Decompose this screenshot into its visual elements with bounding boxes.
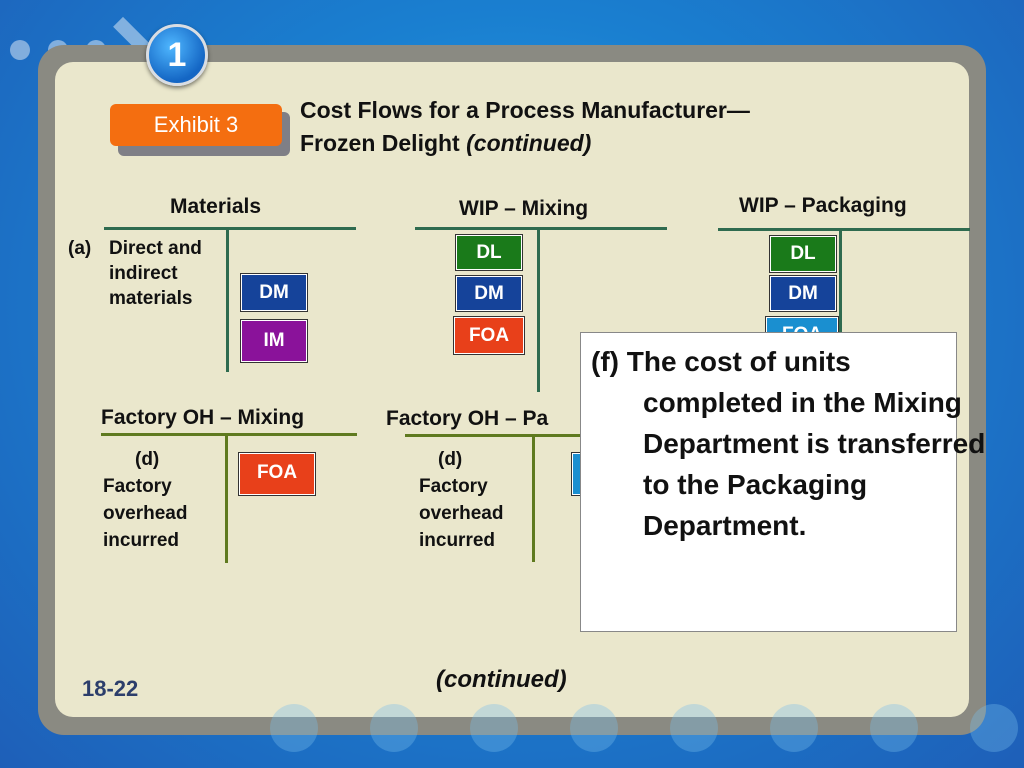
foh-mixing-entry-line1: Factory (103, 476, 172, 497)
explanation-callout: (f) The cost of units completed in the M… (580, 332, 985, 632)
decor-dot (570, 704, 618, 752)
wip-mixing-debit-dl: DL (455, 234, 523, 271)
materials-credit-im: IM (240, 319, 308, 363)
t-account-bar-wip-mixing (415, 227, 667, 230)
explanation-callout-text: (f) The cost of units completed in the M… (591, 346, 986, 541)
decor-dot (10, 40, 30, 60)
t-account-divider-wip-mixing (537, 227, 540, 392)
decor-dot (470, 704, 518, 752)
page-number: 18-22 (82, 676, 139, 701)
t-account-divider-wip-packaging (839, 228, 842, 338)
step-number-badge: 1 (146, 24, 208, 86)
decor-dot (670, 704, 718, 752)
foh-packaging-entry-line2: overhead (419, 503, 504, 524)
t-account-bar-wip-packaging (718, 228, 970, 231)
t-account-title-wip-packaging: WIP – Packaging (739, 194, 907, 217)
foh-packaging-entry-label: (d) (438, 449, 463, 470)
wip-packaging-debit-dm: DM (769, 275, 837, 312)
slide-title: Cost Flows for a Process Manufacturer— F… (300, 94, 750, 160)
t-account-title-foh-packaging: Factory OH – Pa (386, 407, 549, 430)
decor-dot (770, 704, 818, 752)
foh-packaging-entry-line1: Factory (419, 476, 488, 497)
wip-mixing-debit-dm: DM (455, 275, 523, 312)
t-account-divider-materials (226, 227, 229, 372)
decor-dot (870, 704, 918, 752)
t-account-bar-foh-packaging (405, 434, 581, 437)
t-account-divider-foh-packaging (532, 434, 535, 562)
decor-dot (970, 704, 1018, 752)
decor-dot (370, 704, 418, 752)
t-account-title-wip-mixing: WIP – Mixing (459, 197, 589, 220)
slide-title-line1: Cost Flows for a Process Manufacturer— (300, 97, 750, 123)
wip-mixing-debit-foa: FOA (453, 316, 525, 355)
materials-entry-line2: indirect (109, 263, 178, 284)
slide-title-company: Frozen Delight (300, 130, 460, 156)
materials-entry-label: (a) (68, 238, 92, 259)
materials-credit-dm: DM (240, 273, 308, 312)
exhibit-label: Exhibit 3 (110, 104, 282, 146)
materials-entry-line1: Direct and (109, 238, 202, 259)
slide-title-continued: (continued) (466, 130, 592, 156)
t-account-divider-foh-mixing (225, 433, 228, 563)
foh-mixing-credit-foa: FOA (238, 452, 316, 496)
t-account-bar-materials (104, 227, 356, 230)
foh-mixing-entry-label: (d) (135, 449, 160, 470)
t-account-title-materials: Materials (170, 195, 262, 218)
foh-mixing-entry-line3: incurred (103, 530, 180, 551)
materials-entry-line3: materials (109, 288, 193, 309)
footer-continued: (continued) (436, 666, 567, 693)
slide-title-line2: Frozen Delight (continued) (300, 127, 750, 160)
t-account-title-foh-mixing: Factory OH – Mixing (101, 406, 305, 429)
wip-packaging-debit-dl: DL (769, 235, 837, 273)
decor-dot (270, 704, 318, 752)
t-account-bar-foh-mixing (101, 433, 357, 436)
foh-mixing-entry-line2: overhead (103, 503, 188, 524)
foh-packaging-entry-line3: incurred (419, 530, 496, 551)
